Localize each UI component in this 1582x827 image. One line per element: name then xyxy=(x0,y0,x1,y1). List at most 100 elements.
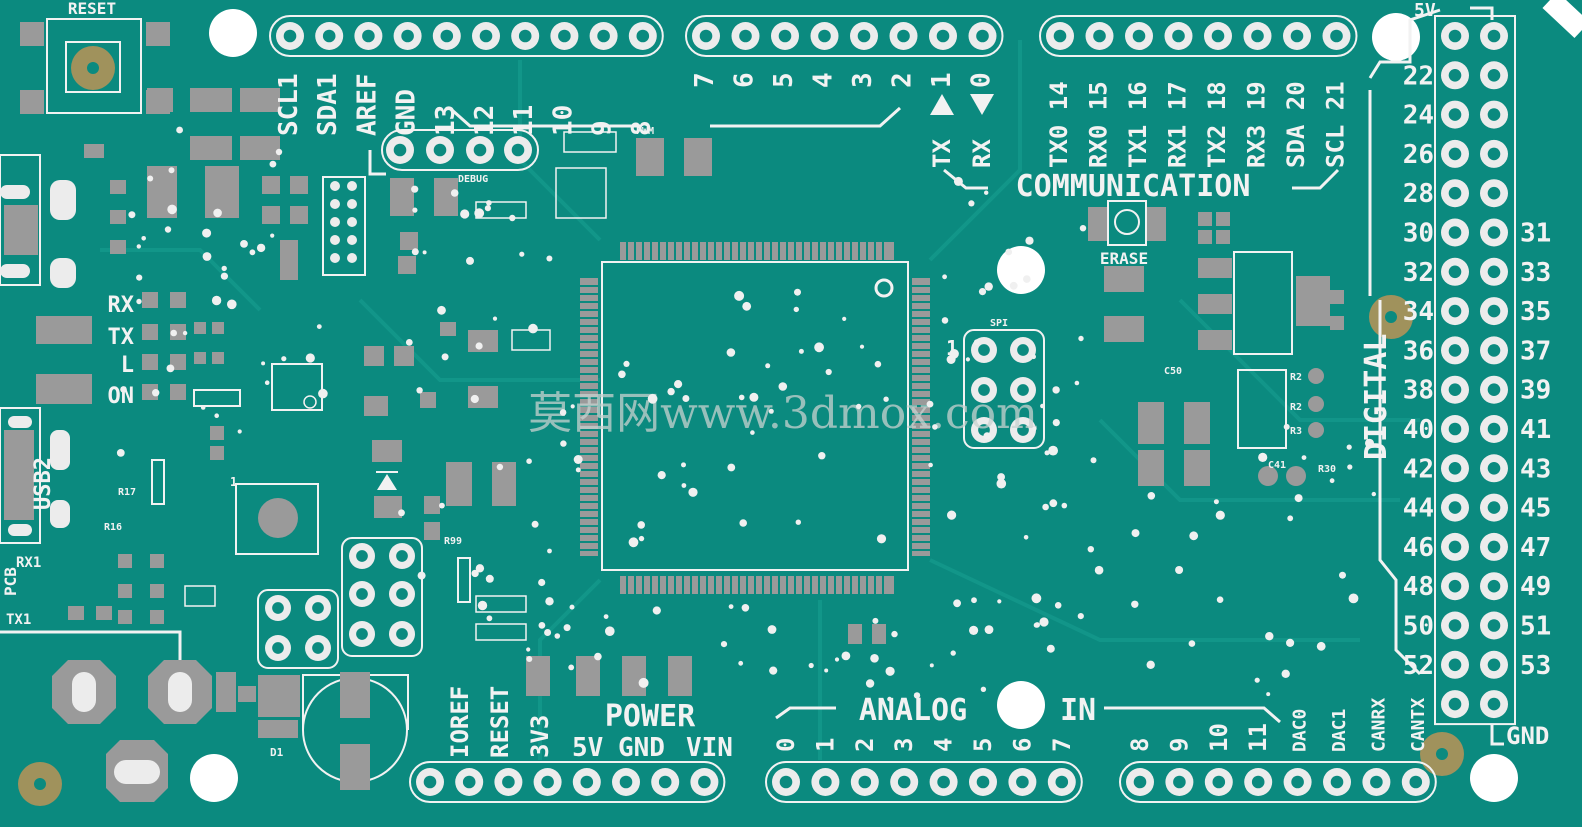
analog-pin-label: 7 xyxy=(1048,738,1076,752)
pin-label: 7 xyxy=(690,72,720,88)
analog-pin-label: 4 xyxy=(930,738,958,752)
power-jack[interactable] xyxy=(0,630,212,802)
power-pin-label: 3V3 xyxy=(526,715,554,758)
pin-label: RX0 15 xyxy=(1085,81,1113,168)
analog-pin-label: 5 xyxy=(969,738,997,752)
header-digital[interactable] xyxy=(1434,15,1516,726)
pin-label: 1 xyxy=(927,72,957,88)
silk-bracket xyxy=(710,106,902,128)
usb-interface-chip xyxy=(235,483,319,555)
analog-pin-label: 11 xyxy=(1244,723,1272,752)
header-top-left[interactable] xyxy=(269,15,664,57)
pin-label: 5 xyxy=(769,72,799,88)
mount-hole xyxy=(1372,13,1420,61)
analog-pin-label: 8 xyxy=(1126,738,1154,752)
board-corner-cut xyxy=(1542,0,1582,39)
pin-label: TX0 14 xyxy=(1045,81,1073,168)
pin-label: 9 xyxy=(588,120,618,136)
mount-hole xyxy=(190,754,238,802)
txrx-label: RX xyxy=(968,139,996,168)
pin-label: 8 xyxy=(627,120,657,136)
header-analog-b[interactable] xyxy=(1119,761,1437,803)
pin-label: GND xyxy=(392,89,422,136)
debug-header[interactable] xyxy=(322,176,366,276)
mount-hole xyxy=(997,246,1045,294)
erase-button[interactable] xyxy=(1088,200,1166,246)
pin-label: AREF xyxy=(352,73,382,136)
led-l-label: L xyxy=(121,353,134,378)
pin-label: 12 xyxy=(470,105,500,136)
header-analog-a[interactable] xyxy=(765,761,1083,803)
pin-label: SCL1 xyxy=(274,73,304,136)
digital-pin-label: 43 xyxy=(1520,454,1551,484)
digital-pin-label: 53 xyxy=(1520,651,1551,681)
smd-components-right xyxy=(1104,212,1344,486)
digital-pin-label: 36 xyxy=(1403,336,1434,366)
pin-label: 13 xyxy=(431,105,461,136)
power-pin-label: GND xyxy=(618,733,665,763)
analog-pin-label: 0 xyxy=(772,738,800,752)
header-power[interactable] xyxy=(409,761,726,803)
digital-pin-label: 52 xyxy=(1403,651,1434,681)
txrx-label: TX xyxy=(928,139,956,168)
communication-label: COMMUNICATION xyxy=(1016,169,1251,204)
pin-label: SCL 21 xyxy=(1322,81,1350,168)
digital-pin-label: 31 xyxy=(1520,219,1551,249)
silk-bracket xyxy=(451,108,640,128)
pin-label: 11 xyxy=(509,105,539,136)
vias xyxy=(116,126,1377,702)
power-pin-label: IOREF xyxy=(446,686,474,758)
pin-label: 0 xyxy=(967,72,997,88)
mounting-holes xyxy=(18,9,1518,806)
d1-label: D1 xyxy=(270,746,284,759)
digital-pin-label: 48 xyxy=(1403,572,1434,602)
pin-label: 4 xyxy=(809,72,839,88)
pin-label: TX2 18 xyxy=(1203,81,1231,168)
regulator xyxy=(258,675,300,717)
digital-pin-label: 34 xyxy=(1403,297,1434,327)
watermark: 莫西网www.3dmox.com xyxy=(528,388,1038,439)
debug-label: DEBUG xyxy=(458,174,488,185)
usb-programming-port[interactable] xyxy=(0,154,76,288)
usb-serial-ic xyxy=(271,363,323,411)
pin-label: 3 xyxy=(848,72,878,88)
led-tx-label: TX xyxy=(108,325,135,350)
spi-label: SPI xyxy=(990,318,1008,329)
header-top-communication[interactable] xyxy=(1039,15,1358,57)
diode-symbol xyxy=(372,440,402,490)
digital-pin-label: 49 xyxy=(1520,572,1551,602)
digital-pin-label: 42 xyxy=(1403,454,1434,484)
misc-jumpers[interactable] xyxy=(257,129,1045,669)
digital-pin-label: 28 xyxy=(1403,179,1434,209)
mount-hole xyxy=(997,681,1045,729)
analog-pin-label: 1 xyxy=(811,738,839,752)
r30-label: R30 xyxy=(1318,464,1336,475)
reset-label: RESET xyxy=(68,0,116,18)
digital-pin-label: 32 xyxy=(1403,258,1434,288)
digital-pin-label: 35 xyxy=(1520,297,1551,327)
analog-pin-label: 2 xyxy=(851,738,879,752)
analog-pin-label: DAC1 xyxy=(1329,709,1350,752)
pin-label: RX3 19 xyxy=(1243,81,1271,168)
power-pin-label: RESET xyxy=(486,686,514,758)
digital-pin-label: 33 xyxy=(1520,258,1551,288)
pin-label: 6 xyxy=(730,72,760,88)
digital-label: DIGITAL xyxy=(1359,334,1394,460)
analog-pin-label: CANTX xyxy=(1408,698,1429,752)
c41-label: C41 xyxy=(1268,460,1286,471)
header-top-mid[interactable] xyxy=(685,15,1004,57)
digital-pin-label: 26 xyxy=(1403,140,1434,170)
r16-label: R16 xyxy=(104,522,122,533)
digital-pin-label: 45 xyxy=(1520,494,1551,524)
erase-label: ERASE xyxy=(1100,249,1148,268)
usb2-native-port[interactable] xyxy=(0,407,70,544)
digital-pin-label: 39 xyxy=(1520,376,1551,406)
pin-label: 2 xyxy=(888,72,918,88)
r3-label: R3 xyxy=(1290,426,1302,437)
digital-pin-label: 44 xyxy=(1403,494,1434,524)
digital-pin-label: 51 xyxy=(1520,612,1551,642)
pwm-label: PWM xyxy=(636,126,654,137)
reset-button[interactable] xyxy=(20,18,170,114)
